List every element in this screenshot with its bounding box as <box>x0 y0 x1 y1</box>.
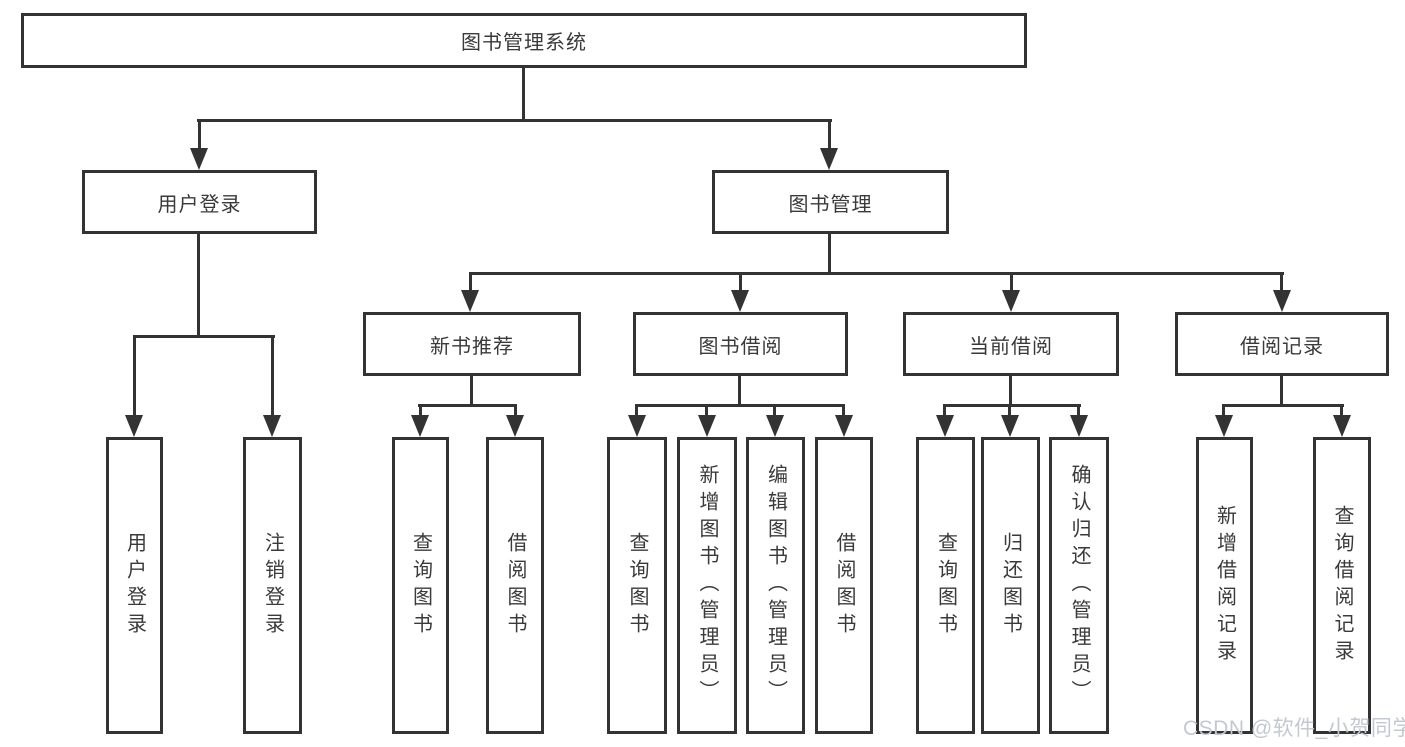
node-root: 图书管理系统 <box>21 13 1027 68</box>
arrowhead-icon <box>263 415 281 437</box>
connector-current-drop <box>1077 404 1080 416</box>
connector-login-drop <box>271 335 274 415</box>
leaf-query-borrow-record: 查询借阅记录 <box>1313 437 1371 734</box>
node-borrowing-records-label: 借阅记录 <box>1240 335 1324 358</box>
connector-recommend-branch <box>418 404 517 407</box>
connector-recommend-stem <box>470 376 473 407</box>
arrowhead-icon <box>766 415 784 437</box>
connector-records-drop <box>1340 404 1343 416</box>
arrowhead-icon <box>628 415 646 437</box>
leaf-edit-book-admin: 编辑图书（管理员） <box>746 437 805 734</box>
connector-recommend-drop <box>419 404 422 416</box>
connector-borrowing-drop <box>635 404 638 416</box>
connector-mgmt-stem <box>828 234 831 275</box>
leaf-add-book-admin-label: 新增图书（管理员） <box>696 464 718 707</box>
arrowhead-icon <box>1333 415 1351 437</box>
node-book-borrowing-label: 图书借阅 <box>698 335 783 358</box>
connector-records-stem <box>1280 376 1283 407</box>
leaf-return-books: 归还图书 <box>981 437 1040 734</box>
arrowhead-icon <box>190 148 208 170</box>
node-current-borrowing: 当前借阅 <box>903 312 1119 376</box>
leaf-query-books-recommend: 查询图书 <box>392 437 449 734</box>
node-book-management: 图书管理 <box>712 170 949 234</box>
leaf-user-login: 用户登录 <box>106 437 163 734</box>
arrowhead-icon <box>820 148 838 170</box>
connector-borrowing-drop <box>773 404 776 416</box>
leaf-borrow-books-recommend-label: 借阅图书 <box>504 531 526 640</box>
leaf-add-borrow-record: 新增借阅记录 <box>1196 437 1253 734</box>
arrowhead-icon <box>1001 415 1019 437</box>
leaf-confirm-return-admin-label: 确认归还（管理员） <box>1068 464 1090 707</box>
connector-root-right-drop <box>828 119 831 149</box>
connector-current-drop <box>1008 404 1011 416</box>
arrowhead-icon <box>125 415 143 437</box>
arrowhead-icon <box>506 415 524 437</box>
connector-mgmt-drop <box>1010 272 1013 292</box>
connector-borrowing-drop <box>842 404 845 416</box>
connector-records-branch <box>1222 404 1344 407</box>
leaf-confirm-return-admin: 确认归还（管理员） <box>1049 437 1109 734</box>
arrowhead-icon <box>461 290 479 312</box>
leaf-borrow-books-recommend: 借阅图书 <box>486 437 544 734</box>
connector-recommend-drop <box>514 404 517 416</box>
connector-records-drop <box>1222 404 1225 416</box>
leaf-query-books-borrowing: 查询图书 <box>607 437 667 734</box>
connector-root-stem <box>522 68 525 122</box>
connector-current-branch <box>943 404 1081 407</box>
leaf-query-books-recommend-label: 查询图书 <box>409 531 432 640</box>
arrowhead-icon <box>1215 415 1233 437</box>
node-book-management-label: 图书管理 <box>788 193 873 216</box>
arrowhead-icon <box>731 290 749 312</box>
connector-current-drop <box>943 404 946 416</box>
connector-mgmt-branch <box>469 272 1284 275</box>
connector-login-branch <box>133 335 275 338</box>
connector-login-stem <box>197 234 200 338</box>
leaf-return-books-label: 归还图书 <box>999 531 1022 640</box>
node-borrowing-records: 借阅记录 <box>1175 312 1389 376</box>
leaf-logout-label: 注销登录 <box>261 531 284 640</box>
leaf-borrow-books-label: 借阅图书 <box>833 531 855 640</box>
connector-borrowing-branch <box>635 404 845 407</box>
connector-current-stem <box>1009 376 1012 407</box>
csdn-watermark: CSDN @软件_小贺同学 <box>1183 717 1405 740</box>
node-user-login: 用户登录 <box>82 170 317 234</box>
arrowhead-icon <box>1070 415 1088 437</box>
leaf-query-books-borrowing-label: 查询图书 <box>626 531 648 640</box>
leaf-borrow-books: 借阅图书 <box>815 437 873 734</box>
leaf-add-borrow-record-label: 新增借阅记录 <box>1213 504 1236 667</box>
connector-mgmt-drop <box>1280 272 1283 292</box>
leaf-edit-book-admin-label: 编辑图书（管理员） <box>764 464 787 707</box>
arrowhead-icon <box>698 415 716 437</box>
leaf-logout: 注销登录 <box>243 437 302 734</box>
connector-root-left-drop <box>198 119 201 149</box>
connector-borrowing-drop <box>705 404 708 416</box>
connector-mgmt-drop <box>739 272 742 292</box>
node-new-book-recommendation-label: 新书推荐 <box>430 335 514 358</box>
connector-borrowing-stem <box>738 376 741 407</box>
arrowhead-icon <box>1273 290 1291 312</box>
leaf-user-login-label: 用户登录 <box>123 531 146 640</box>
node-user-login-label: 用户登录 <box>157 193 242 216</box>
leaf-add-book-admin: 新增图书（管理员） <box>677 437 737 734</box>
connector-mgmt-drop <box>469 272 472 292</box>
leaf-query-borrow-record-label: 查询借阅记录 <box>1331 504 1353 667</box>
node-book-borrowing: 图书借阅 <box>633 312 848 376</box>
connector-login-drop <box>133 335 136 415</box>
node-new-book-recommendation: 新书推荐 <box>363 312 581 376</box>
arrowhead-icon <box>936 415 954 437</box>
arrowhead-icon <box>1002 290 1020 312</box>
leaf-query-books-current-label: 查询图书 <box>934 531 957 640</box>
connector-root-branch <box>197 119 832 122</box>
arrowhead-icon <box>835 415 853 437</box>
leaf-query-books-current: 查询图书 <box>916 437 975 734</box>
node-current-borrowing-label: 当前借阅 <box>969 335 1053 358</box>
node-root-label: 图书管理系统 <box>461 32 587 54</box>
arrowhead-icon <box>411 415 429 437</box>
